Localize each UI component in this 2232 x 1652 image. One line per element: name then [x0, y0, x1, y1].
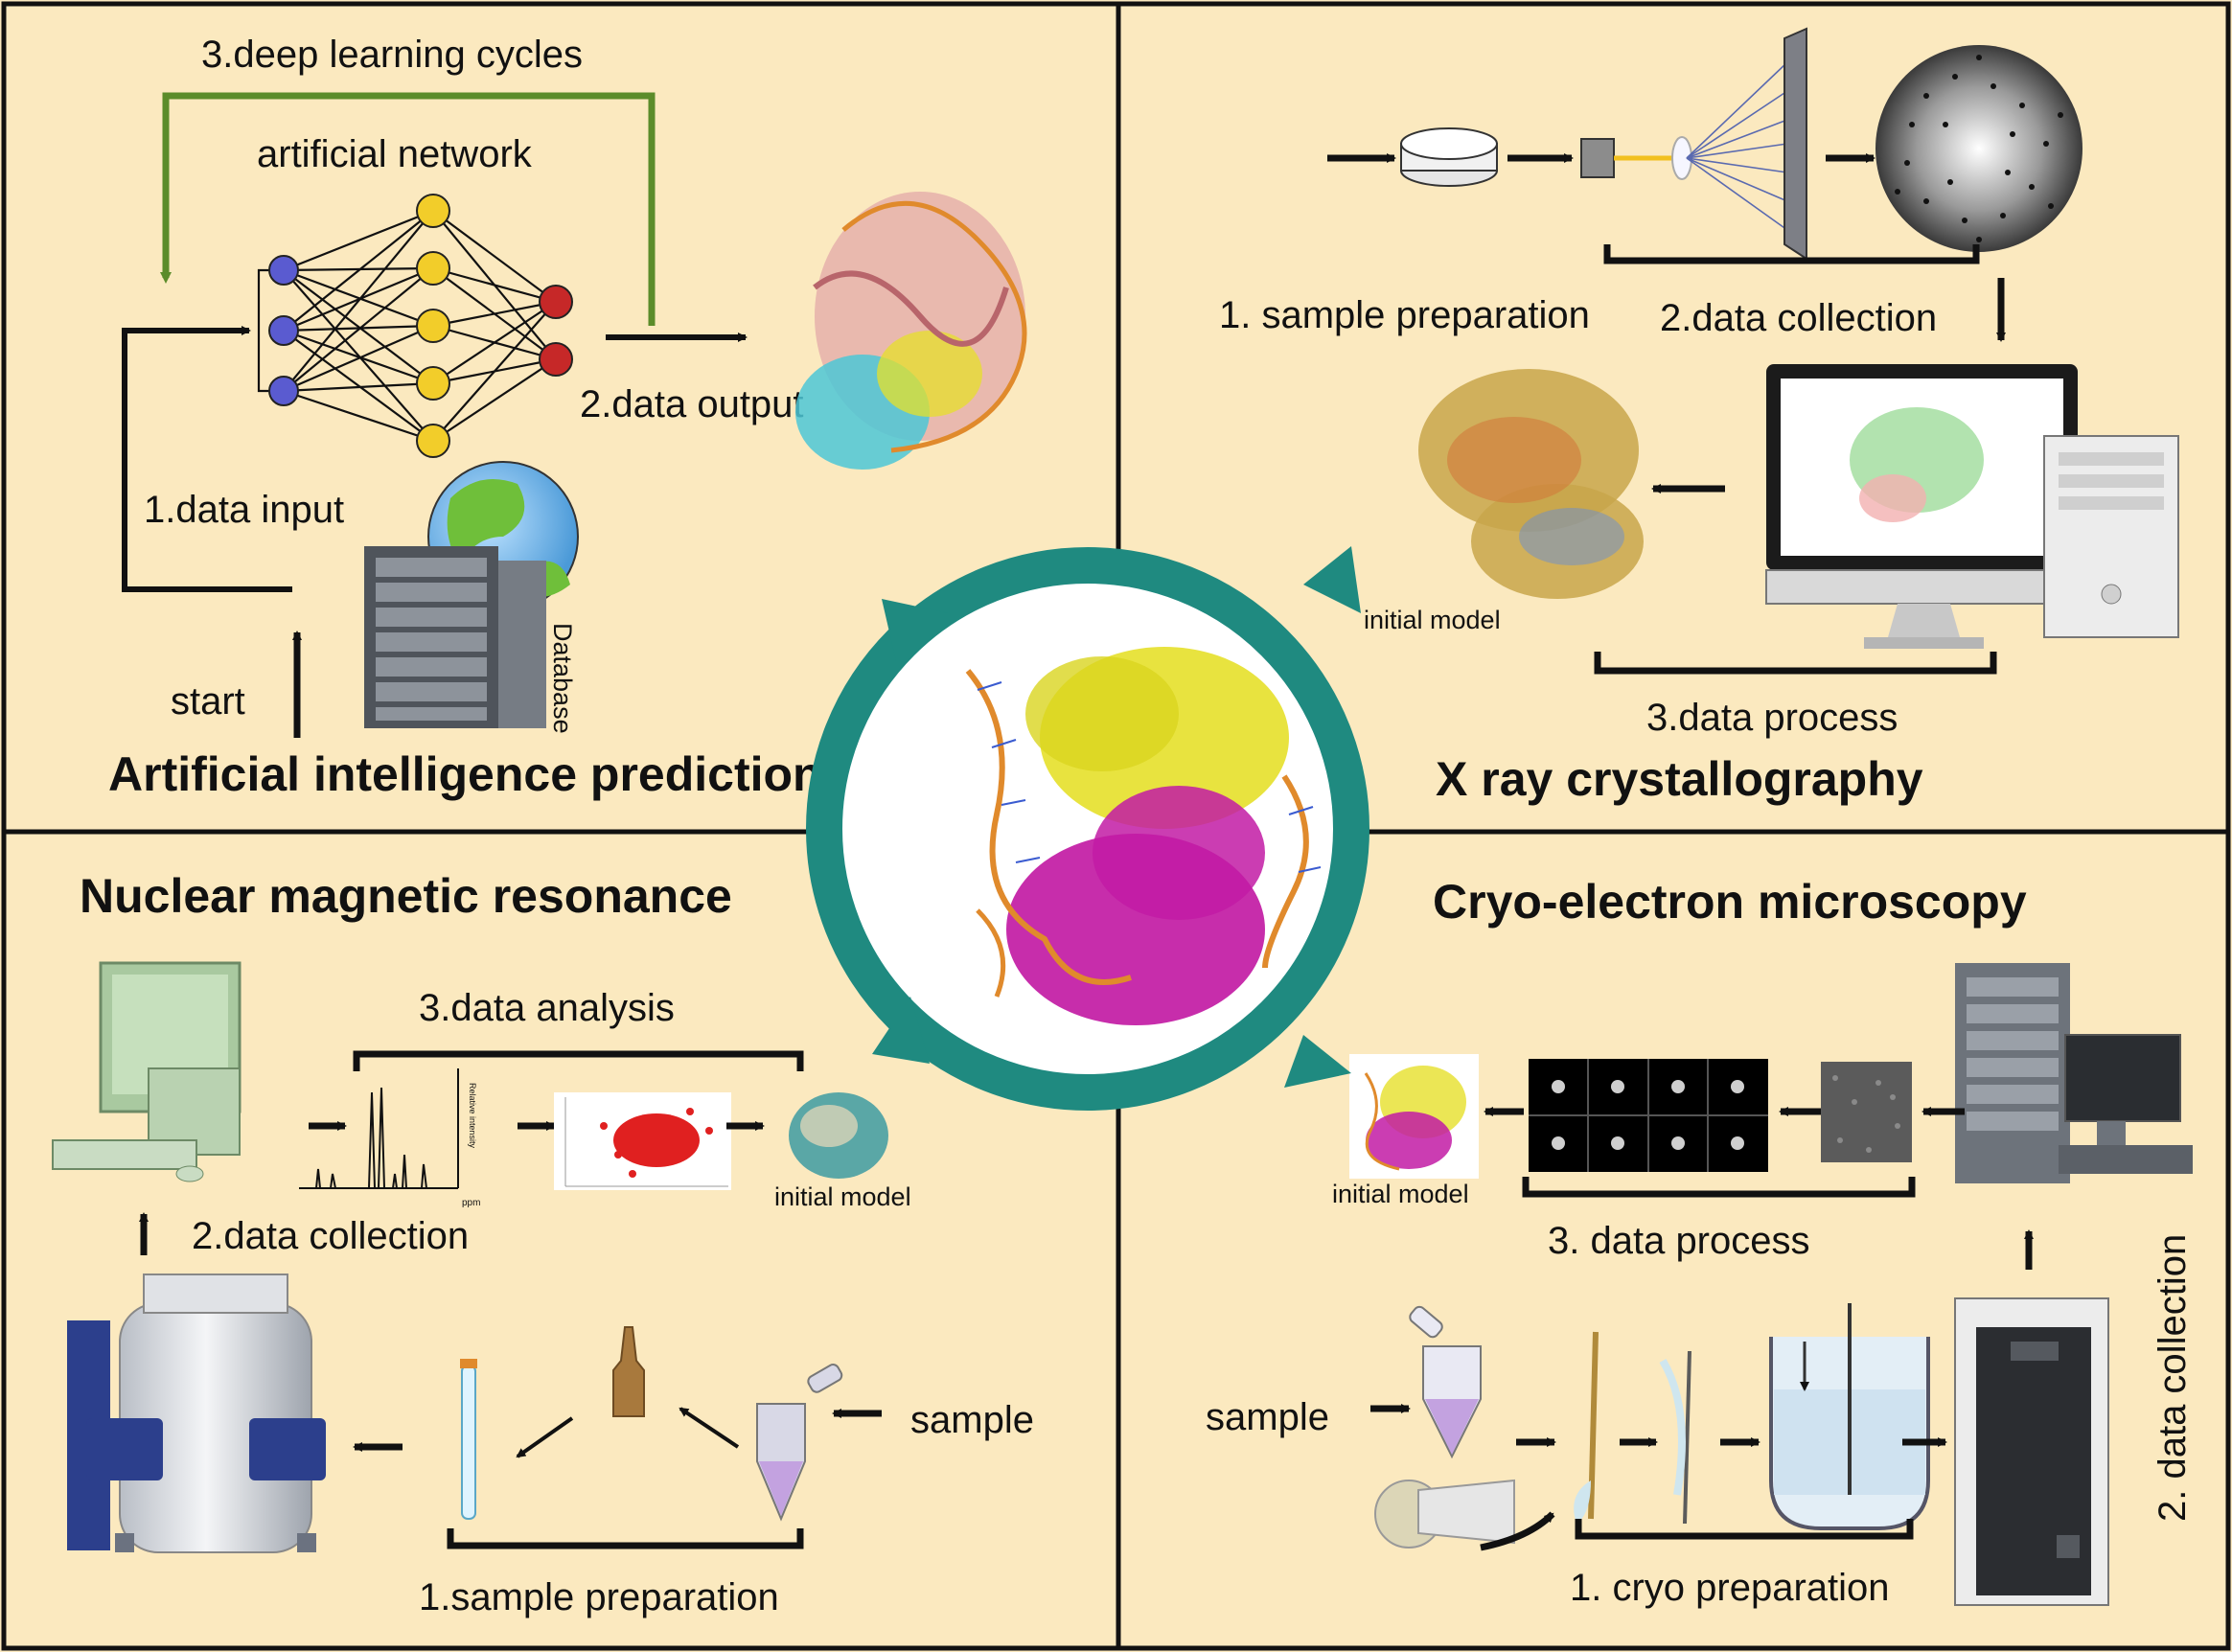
predicted-structure: [795, 192, 1027, 470]
central-cycle: [806, 546, 1369, 1111]
input-line: [122, 326, 292, 592]
nmr-sample-tube-icon: [756, 1364, 843, 1522]
nmr-tube-icon: [460, 1359, 477, 1520]
ampoule-icon: [612, 1326, 645, 1417]
xray-panel-title: X ray crystallography: [1436, 752, 1923, 806]
cycle-arrowhead-top-left: [882, 599, 949, 661]
database-label: Database: [548, 623, 577, 734]
xray-process-bracket: [1594, 652, 1997, 675]
cryo-step2-label: 2. data collection: [2151, 1234, 2194, 1522]
micrograph-icon: [1821, 1062, 1912, 1162]
neural-network-nodes: [268, 194, 573, 458]
nmr-scatter-plot: [554, 1092, 731, 1190]
tweezers-icon-2: [1659, 1350, 1691, 1525]
ai-step-cycles-label: 3.deep learning cycles: [201, 34, 583, 76]
cryo-prep-bracket: [1575, 1519, 1914, 1540]
nmr-analysis-bracket: [353, 1050, 804, 1071]
cryo-panel: Cryo-electron microscopy: [1206, 875, 2194, 1609]
nmr-initial-model: [789, 1092, 888, 1179]
database-server-icon: [364, 546, 546, 728]
xray-source-icon: [1580, 136, 1692, 180]
cryo-step1-label: 1. cryo preparation: [1570, 1567, 1890, 1609]
desktop-computer-icon: [52, 961, 242, 1182]
xray-step3-label: 3.data process: [1646, 697, 1898, 739]
nmr-step1-label: 1.sample preparation: [419, 1576, 779, 1618]
nmr-step3-label: 3.data analysis: [419, 987, 675, 1029]
xray-initial-model: [1418, 369, 1644, 599]
ai-step-input-label: 1.data input: [144, 489, 344, 531]
spectrum-ylabel: Relative intensity: [468, 1083, 477, 1149]
cryo-workstation-icon: [2059, 1034, 2193, 1174]
cycle-arrowhead-bottom-right: [1284, 1035, 1351, 1088]
cryo-microscope-icon: [1954, 1297, 2109, 1606]
cryo-panel-title: Cryo-electron microscopy: [1433, 875, 2027, 929]
nmr-arrow-diag-2: [679, 1407, 740, 1449]
cryo-step3-label: 3. data process: [1548, 1220, 1810, 1262]
xray-panel: 1. sample preparation 2.data collection: [1219, 27, 2179, 806]
central-protein-structure: [965, 647, 1322, 1025]
cryo-server-icon: [1955, 963, 2070, 1183]
nmr-spectrum-chart: Relative intensity ppm: [299, 1068, 480, 1208]
pc-tower-icon: [2043, 435, 2179, 638]
particle-class-grid: [1529, 1059, 1768, 1172]
ai-step-output-label: 2.data output: [580, 383, 804, 425]
cryo-initial-model: [1349, 1054, 1479, 1179]
crystal-dish-icon: [1400, 127, 1498, 187]
grid-box-icon: [1374, 1479, 1515, 1549]
cryo-process-bracket: [1522, 1177, 1916, 1198]
cycle-arrowhead-top-right: [1303, 546, 1361, 613]
nmr-prep-bracket: [447, 1528, 804, 1549]
neural-network-edges: [257, 209, 557, 443]
nmr-spectrometer-icon: [67, 1273, 326, 1553]
nmr-model-label: initial model: [774, 1182, 911, 1211]
spectrum-xlabel: ppm: [462, 1198, 480, 1208]
diffraction-rays: [1686, 61, 1788, 231]
network-label: artificial network: [257, 133, 533, 175]
ai-panel-title: Artificial intelligence prediction: [108, 747, 822, 801]
cryo-sample-tube-icon: [1409, 1305, 1482, 1459]
start-label: start: [171, 680, 245, 723]
detector-plate: [1783, 27, 1807, 261]
nmr-step2-label: 2.data collection: [192, 1215, 469, 1257]
xray-model-label: initial model: [1364, 606, 1501, 634]
cycle-arrowhead-bottom-left: [872, 997, 930, 1064]
xray-step2-label: 2.data collection: [1660, 297, 1937, 339]
diffraction-pattern: [1875, 45, 2082, 252]
nmr-sample-label: sample: [910, 1399, 1034, 1441]
nmr-arrow-diag-1: [516, 1416, 574, 1458]
xray-collection-bracket: [1603, 244, 1980, 264]
cryo-curved-arrow: [1480, 1511, 1555, 1551]
plunge-freezer-icon: [1769, 1303, 1930, 1530]
deep-learning-cycle-arrow: [160, 92, 656, 326]
xray-step1-label: 1. sample preparation: [1219, 294, 1590, 336]
nmr-panel: Nuclear magnetic resonance 3.data analys…: [52, 869, 1034, 1618]
tweezers-icon-1: [1574, 1331, 1599, 1524]
cryo-sample-label: sample: [1206, 1396, 1329, 1438]
ai-prediction-panel: 3.deep learning cycles artificial networ…: [108, 34, 1027, 801]
nmr-panel-title: Nuclear magnetic resonance: [80, 869, 732, 923]
monitor-icon: [1765, 364, 2079, 649]
cryo-model-label: initial model: [1332, 1180, 1469, 1208]
